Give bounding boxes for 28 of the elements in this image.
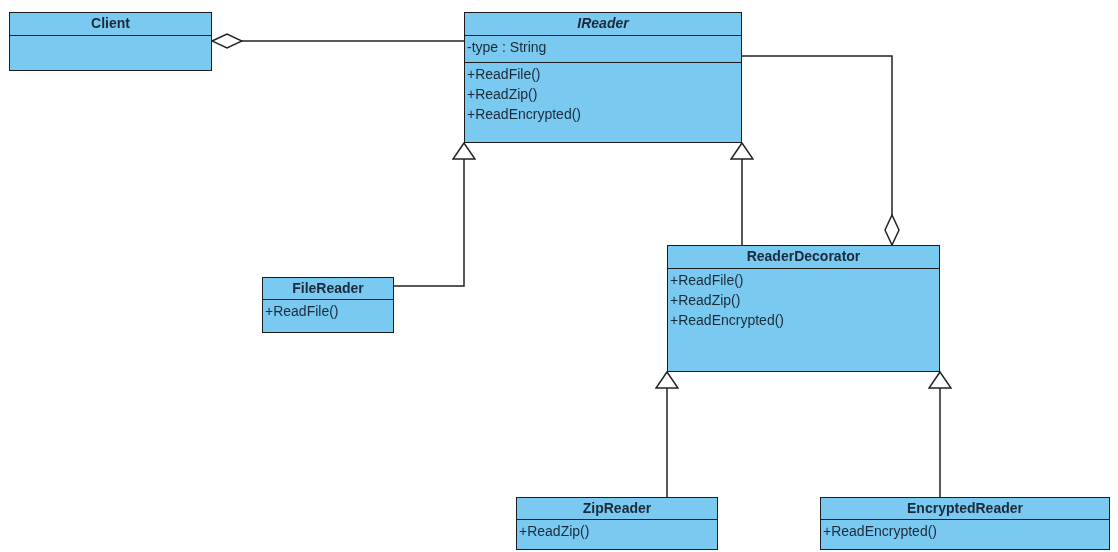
class-name: IReader [577,14,629,33]
class-name: ZipReader [582,499,652,518]
inheritance-arrow [928,371,952,498]
method-text: +ReadFile() [467,65,541,84]
aggregation-connector [741,55,900,246]
method-text: +ReadEncrypted() [467,105,581,124]
class-box [464,12,742,143]
method-text: +ReadFile() [265,302,339,321]
class-box [516,497,718,550]
class-box [820,497,1110,550]
class-box [262,277,394,333]
aggregation-connector [211,33,465,49]
method-text: +ReadZip() [670,291,741,310]
method-text: +ReadFile() [670,271,744,290]
class-name: FileReader [292,279,364,298]
method-text: +ReadEncrypted() [823,522,937,541]
inheritance-arrow [655,371,679,498]
attribute-text: -type : String [467,38,547,57]
class-name: EncryptedReader [907,499,1023,518]
method-text: +ReadZip() [519,522,590,541]
inheritance-arrow [393,142,476,287]
inheritance-arrow [730,142,754,246]
method-text: +ReadZip() [467,85,538,104]
class-box [9,12,212,71]
class-box [667,245,940,372]
class-name: Client [91,14,130,33]
class-name: ReaderDecorator [746,247,861,266]
method-text: +ReadEncrypted() [670,311,784,330]
